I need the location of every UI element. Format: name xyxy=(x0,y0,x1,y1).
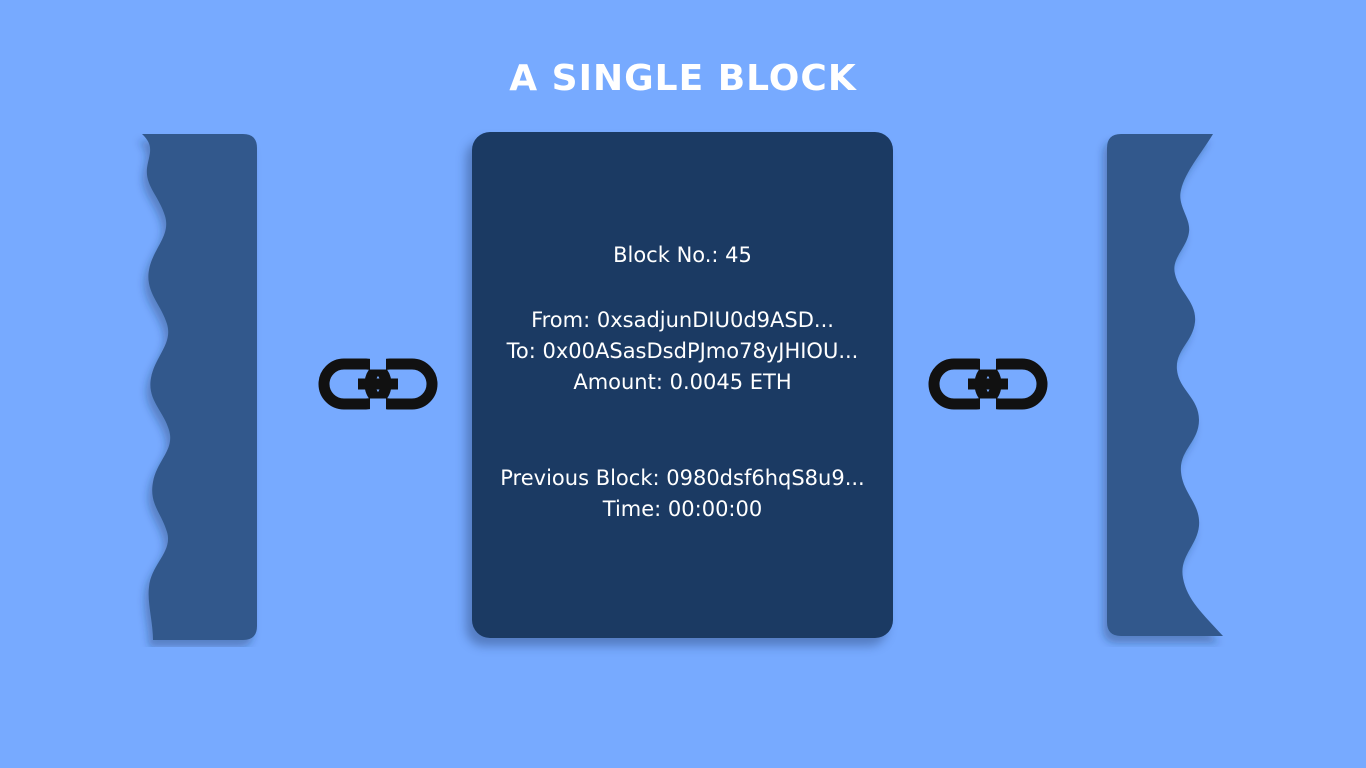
link-icon xyxy=(318,358,438,410)
block-previous-hash: Previous Block: 0980dsf6hqS8u9... xyxy=(500,466,865,490)
previous-block-fragment xyxy=(142,134,257,640)
block-time: Time: 00:00:00 xyxy=(602,497,763,521)
single-block-card: Block No.: 45 From: 0xsadjunDIU0d9ASD...… xyxy=(472,132,893,638)
next-block-fragment xyxy=(1107,134,1223,636)
link-icon xyxy=(928,358,1048,410)
block-amount: Amount: 0.0045 ETH xyxy=(573,370,792,394)
diagram-title: A SINGLE BLOCK xyxy=(509,58,857,99)
block-from-address: From: 0xsadjunDIU0d9ASD... xyxy=(531,308,834,332)
block-to-address: To: 0x00ASasDsdPJmo78yJHIOU... xyxy=(506,339,859,363)
block-number: Block No.: 45 xyxy=(613,243,752,267)
